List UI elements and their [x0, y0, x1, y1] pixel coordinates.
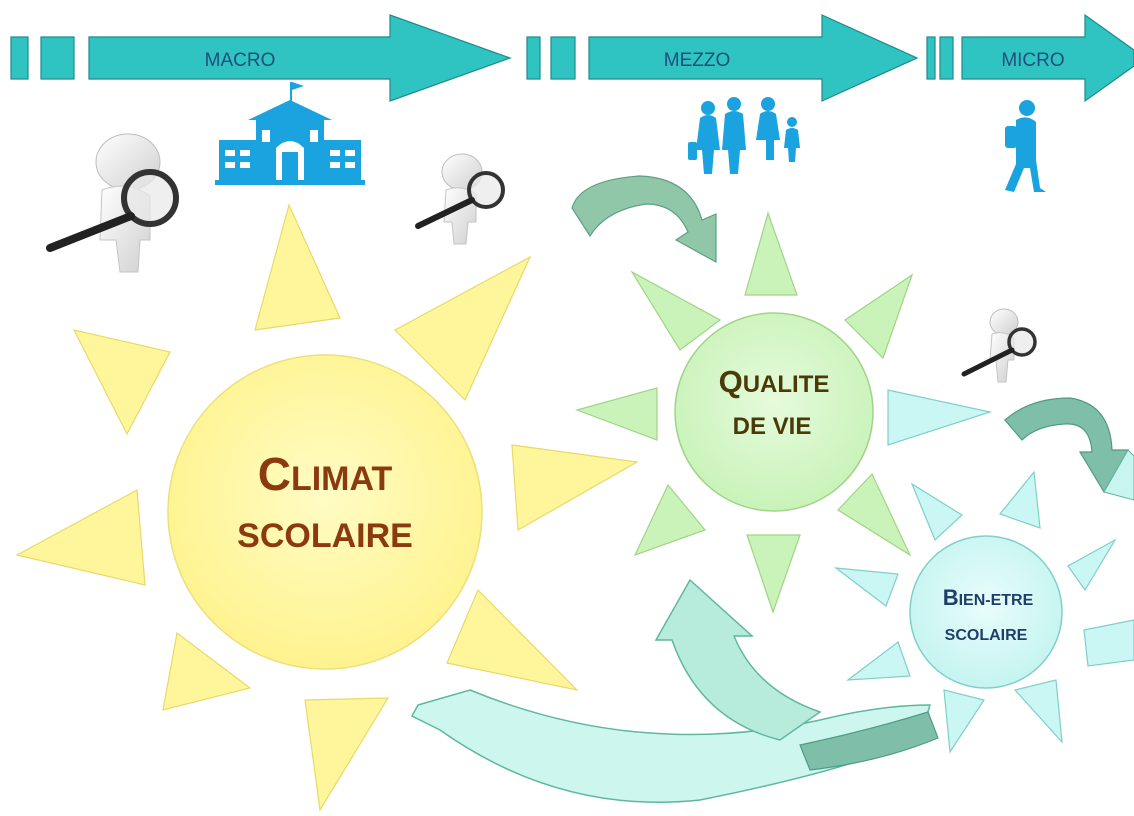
sun-qualite-title: QUALITE — [719, 364, 830, 399]
walking-child-icon — [1005, 100, 1046, 192]
arrow-right-curve — [1004, 397, 1130, 494]
sun-bien-title: BIEN-ETRE — [943, 585, 1034, 610]
school-building-icon — [215, 82, 365, 185]
sun-qualite-subtitle: DE VIE — [733, 413, 812, 440]
arrow-top-curve — [571, 175, 717, 264]
sun-bien-core — [909, 535, 1063, 689]
banner-arrow-mezzo: MEZZO — [526, 14, 919, 102]
banner-label-mezzo: MEZZO — [664, 50, 731, 71]
sun-climat-title: CLIMAT — [258, 448, 393, 500]
sun-bien-rays — [833, 389, 1134, 754]
sun-bien-etre: BIEN-ETRE SCOLAIRE — [909, 535, 1063, 689]
sun-qualite: QUALITE DE VIE — [674, 312, 874, 512]
magnifier-figure-medium — [415, 153, 505, 245]
sun-bien-subtitle: SCOLAIRE — [945, 627, 1028, 644]
banner-arrow-micro: MICRO — [926, 13, 1134, 103]
banner-label-macro: MACRO — [205, 50, 276, 71]
sun-climat-rays — [15, 203, 639, 812]
magnifier-figure-small — [961, 308, 1037, 383]
sun-climat-core — [167, 354, 483, 670]
sun-qualite-rays — [575, 211, 914, 614]
curved-arrow-icon — [410, 175, 1134, 803]
sun-climat: CLIMAT SCOLAIRE — [167, 354, 483, 670]
arrow-loop-rise — [654, 578, 822, 741]
banner-arrow-macro: MACRO — [10, 14, 512, 102]
sun-climat-subtitle: SCOLAIRE — [237, 517, 413, 555]
arrow-right-tail — [1103, 449, 1134, 501]
banner-label-micro: MICRO — [1001, 50, 1064, 71]
magnifier-figure-large — [46, 133, 179, 273]
sun-qualite-core — [674, 312, 874, 512]
arrow-dark-band — [799, 711, 939, 771]
banner: MACRO MEZZO MICRO — [10, 13, 1134, 103]
magnifier-figure-icon — [46, 133, 1037, 383]
family-group-icon — [688, 97, 800, 174]
